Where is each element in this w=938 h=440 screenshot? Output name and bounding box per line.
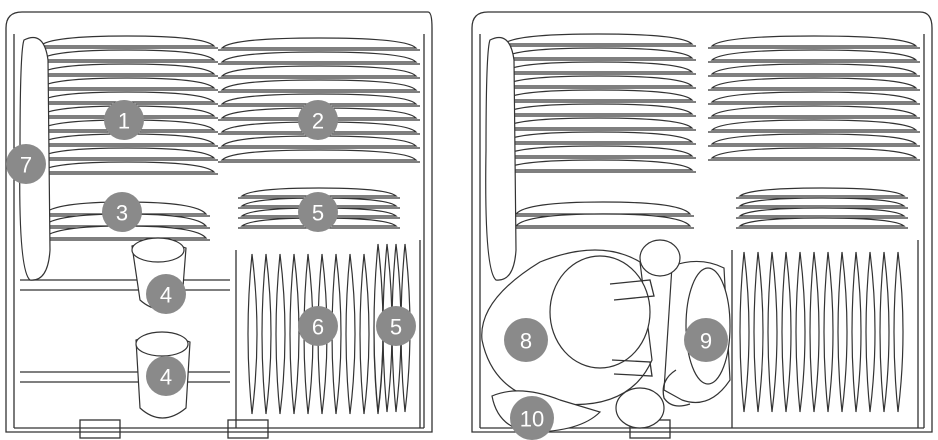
left-rack-frame [5,11,433,439]
marker-10: 10 [510,396,554,440]
marker-1: 1 [104,100,144,140]
plate [220,149,418,161]
plate [710,105,918,117]
plate [240,187,398,197]
vertical-plate [795,251,806,413]
plate [502,33,694,45]
vertical-plate [851,251,862,413]
vertical-plate [289,253,300,415]
svg-text:3: 3 [116,201,128,226]
plate [710,91,918,103]
marker-2: 2 [298,100,338,140]
vertical-plate [739,251,750,413]
pot-8 [481,249,655,406]
plate [710,49,918,61]
plate [38,91,216,103]
svg-text:6: 6 [312,315,324,340]
vertical-plate [767,251,778,413]
plate [502,89,694,101]
plate [220,65,418,77]
marker-4-upper: 4 [146,274,186,314]
marker-3: 3 [102,192,142,232]
plate [710,147,918,159]
svg-text:4: 4 [160,283,172,308]
vertical-plate [893,251,904,413]
stacked-plates-1 [36,35,218,175]
marker-9: 9 [684,318,728,362]
svg-text:5: 5 [312,201,324,226]
plate [710,35,918,47]
plate [502,61,694,73]
bowl-right-lower [615,387,665,429]
marker-8: 8 [504,318,548,362]
marker-7: 7 [6,144,46,184]
plate [738,187,906,197]
vertical-plate [879,251,890,413]
plate [710,77,918,89]
svg-text:10: 10 [520,407,544,432]
plate [738,197,906,207]
svg-text:2: 2 [312,109,324,134]
plate [502,131,694,143]
marker-4-lower: 4 [146,356,186,396]
plate [220,79,418,91]
vertical-plates-right [739,251,904,413]
plate [738,217,906,227]
svg-text:7: 7 [20,153,32,178]
vertical-plate [247,253,258,415]
plate [502,75,694,87]
svg-text:8: 8 [520,329,532,354]
plate [220,37,418,49]
svg-text:4: 4 [160,365,172,390]
vertical-plate [809,251,820,413]
vertical-plate [261,253,272,415]
plate [38,49,216,61]
svg-text:1: 1 [118,109,130,134]
stacked-plates-right-2 [708,35,920,161]
plate [38,63,216,75]
left-rack: 1 2 3 4 4 5 5 6 7 [5,11,433,439]
vertical-plate [359,253,370,415]
vertical-plate [345,253,356,415]
plate [220,93,418,105]
plate [38,35,216,47]
right-rack: 8 9 10 [471,11,933,440]
bowl-right-upper [639,239,681,277]
marker-5-upper: 5 [298,192,338,232]
vertical-plate [275,253,286,415]
plate [514,201,692,215]
plate [38,77,216,89]
marker-6: 6 [298,306,338,346]
plate [502,47,694,59]
svg-text:9: 9 [700,329,712,354]
vertical-plate [331,253,342,415]
plate [502,159,694,171]
stacked-plates-right-1 [500,33,696,173]
plate [502,103,694,115]
plate [710,119,918,131]
plate [220,51,418,63]
vertical-plate [753,251,764,413]
svg-text:5: 5 [390,315,402,340]
plate [502,117,694,129]
vertical-plate [781,251,792,413]
plate [502,145,694,157]
plate [38,147,216,159]
plate [710,133,918,145]
plate [514,213,692,227]
stacked-saucers-right [736,187,908,229]
plate [738,207,906,217]
stacked-plates-right-3 [512,201,694,229]
marker-5-right: 5 [376,306,416,346]
plate [710,63,918,75]
plate [38,161,216,173]
vertical-plate [823,251,834,413]
stacked-plates-2 [218,37,420,163]
vertical-plate [837,251,848,413]
vertical-plate [865,251,876,413]
platter-right [485,36,517,281]
